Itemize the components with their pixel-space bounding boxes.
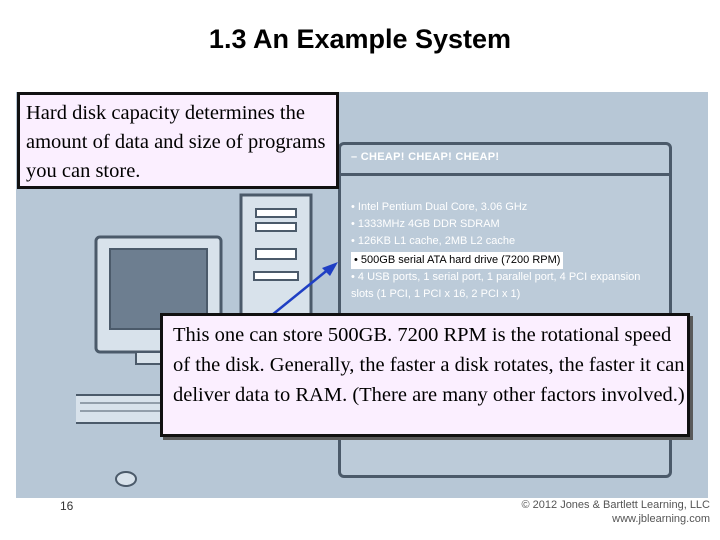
copyright-notice: © 2012 Jones & Bartlett Learning, LLC ww…	[495, 498, 711, 526]
website-line: www.jblearning.com	[612, 513, 710, 525]
page-number: 16	[60, 499, 74, 513]
advertisement-title: – CHEAP! CHEAP! CHEAP!	[351, 151, 500, 163]
copyright-line: © 2012 Jones & Bartlett Learning, LLC	[521, 499, 711, 511]
advertisement-header: – CHEAP! CHEAP! CHEAP!	[341, 145, 669, 176]
spec-hard-drive: • 500GB serial ATA hard drive (7200 RPM)	[351, 252, 564, 269]
hard-disk-callout: Hard disk capacity determines the amount…	[17, 92, 339, 189]
spec-ports: • 4 USB ports, 1 serial port, 1 parallel…	[351, 271, 641, 283]
slide-title: 1.3 An Example System	[208, 24, 512, 54]
spec-memory: • 1333MHz 4GB DDR SDRAM	[351, 218, 500, 230]
spec-list: • Intel Pentium Dual Core, 3.06 GHz • 13…	[351, 199, 640, 303]
spec-cache: • 126KB L1 cache, 2MB L2 cache	[351, 235, 516, 247]
disk-speed-callout: This one can store 500GB. 7200 RPM is th…	[160, 313, 690, 437]
spec-slots: slots (1 PCI, 1 PCI x 16, 2 PCI x 1)	[351, 288, 521, 300]
spec-cpu: • Intel Pentium Dual Core, 3.06 GHz	[351, 201, 528, 213]
